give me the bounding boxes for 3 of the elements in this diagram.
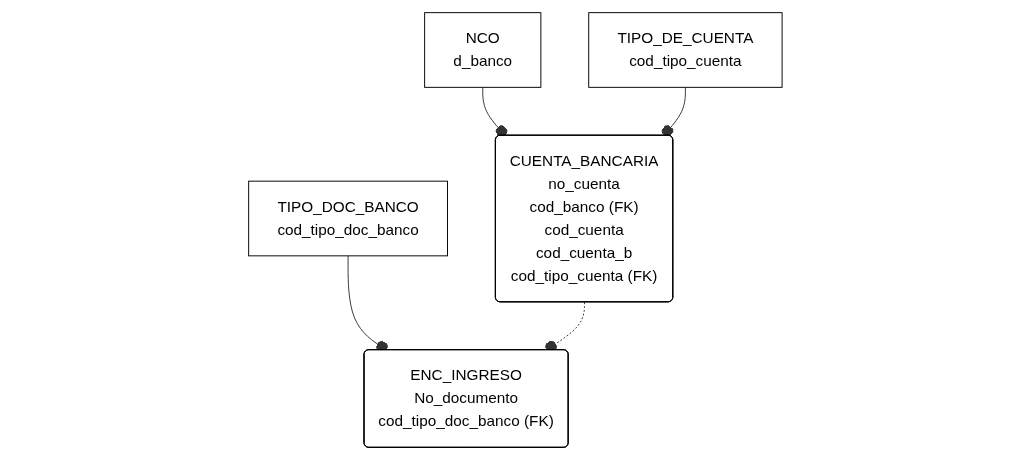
node-box: TIPO_DOC_BANCO cod_tipo_doc_banco — [247, 180, 448, 257]
node-box: TIPO_DE_CUENTA cod_tipo_cuenta — [587, 12, 783, 88]
node-box: NCO d_banco — [423, 12, 541, 88]
